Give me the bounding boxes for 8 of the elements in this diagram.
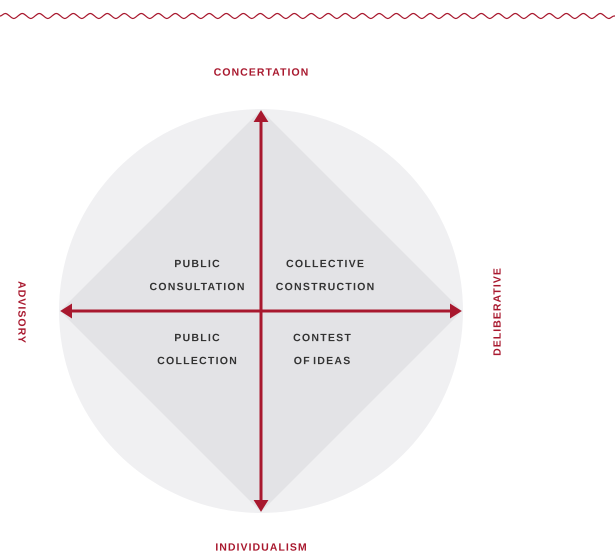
axis-label: DELIBERATIVE — [493, 268, 501, 356]
axis-label: ADVISORY — [18, 281, 26, 343]
axis-label: INDIVIDUALISM — [216, 543, 306, 551]
quadrant-label: PUBLIC COLLECTION — [158, 334, 236, 364]
quadrant-label: PUBLIC CONSULTATION — [150, 260, 244, 290]
quadrant-label: COLLECTIVE CONSTRUCTION — [276, 260, 374, 290]
axis-label: CONCERTATION — [214, 68, 308, 76]
quadrant-label: CONTEST OF IDEAS — [294, 334, 351, 364]
